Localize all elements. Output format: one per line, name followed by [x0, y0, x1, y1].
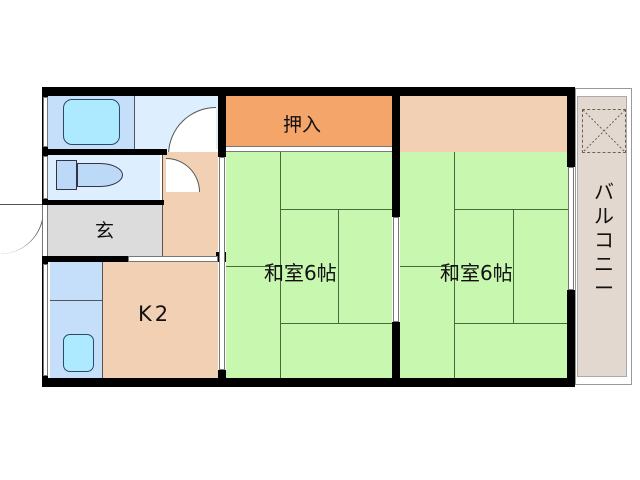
balcony-window — [568, 167, 574, 290]
toilet-bowl-icon — [77, 163, 123, 187]
toilet-tank-icon — [56, 160, 77, 190]
kitchen-window — [43, 264, 48, 376]
entrance-label: 玄 — [95, 220, 115, 242]
washitsu-right — [400, 152, 568, 378]
counter-divider — [50, 300, 102, 301]
washitsu-left — [226, 152, 392, 378]
washitsu-left-label: 和室6帖 — [264, 261, 337, 285]
alcove — [400, 96, 568, 152]
kitchen — [102, 262, 218, 378]
wall-kitchen-right-lower — [218, 370, 226, 382]
aircon-unit-icon — [582, 109, 626, 153]
wall-bath-toilet — [42, 149, 167, 155]
washitsu-right-label: 和室6帖 — [440, 261, 513, 285]
bathtub-icon — [63, 99, 120, 145]
wall-entrance-kitchen — [42, 256, 128, 262]
washitsu-left-fusuma — [219, 157, 225, 370]
balcony-label: バルコニー — [594, 180, 614, 300]
wall-mid-lower — [392, 322, 400, 382]
wall-right-upper — [567, 87, 575, 167]
wall-mid-upper — [392, 87, 400, 217]
wall-top — [42, 87, 575, 96]
wall-closet-left — [218, 87, 226, 157]
balcony — [577, 96, 627, 377]
bath-window — [43, 97, 48, 147]
toilet-window — [43, 156, 48, 199]
entrance — [48, 204, 162, 256]
front-door-opening — [42, 205, 48, 256]
wall-toilet-entrance — [42, 200, 164, 205]
closet-label: 押入 — [283, 114, 322, 136]
closet — [224, 96, 394, 146]
front-door-swing-icon — [0, 204, 44, 254]
mid-fusuma — [393, 217, 399, 322]
kitchen-sliding-door — [128, 256, 218, 262]
wall-right-lower — [567, 290, 575, 387]
wall-bottom — [42, 378, 575, 387]
sink-icon — [63, 334, 94, 372]
kitchen-label: K2 — [138, 302, 172, 326]
